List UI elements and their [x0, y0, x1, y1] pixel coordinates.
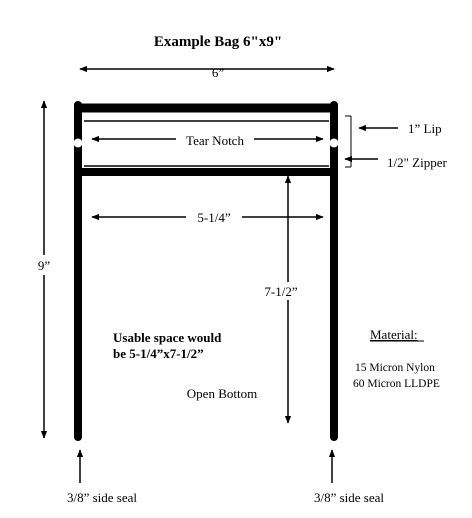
width-label: 6”: [212, 65, 225, 80]
inner-height-label-backdrop: [256, 282, 312, 300]
inner-height-label: 7-1/2”: [264, 284, 297, 299]
usable-space-line-2: be 5-1/4”x7-1/2”: [113, 346, 204, 361]
inner-width-label-backdrop: [186, 209, 242, 225]
material-line-1: 15 Micron Nylon: [355, 362, 435, 374]
right-side-seal-label: 3/8” side seal: [314, 490, 384, 505]
zipper-label: 1/2" Zipper: [387, 155, 447, 170]
inner-width-label: 5-1/4”: [197, 210, 230, 225]
lip-label: 1” Lip: [408, 121, 442, 136]
tear-notch-left: [73, 138, 83, 148]
diagram-title: Example Bag 6"x9": [154, 34, 282, 50]
height-label-backdrop: [34, 255, 56, 275]
usable-space-line-1: Usable space would: [113, 330, 222, 345]
material-heading: Material:: [370, 327, 418, 342]
height-label: 9”: [38, 258, 51, 273]
tear-notch-right: [329, 138, 339, 148]
tear-notch-label-backdrop: [176, 132, 254, 148]
material-line-2: 60 Micron LLDPE: [353, 378, 440, 390]
left-side-seal-label: 3/8” side seal: [67, 490, 137, 505]
tear-notch-label: Tear Notch: [186, 133, 244, 148]
open-bottom-label: Open Bottom: [187, 386, 257, 401]
